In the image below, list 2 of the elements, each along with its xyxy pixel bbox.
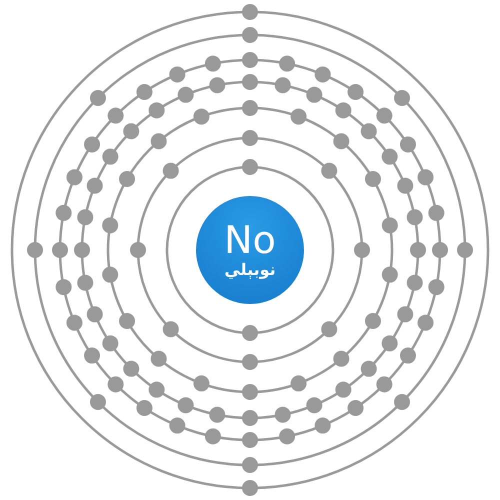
element-symbol: No [224, 220, 276, 260]
element-name: نوبېلي [224, 260, 276, 280]
